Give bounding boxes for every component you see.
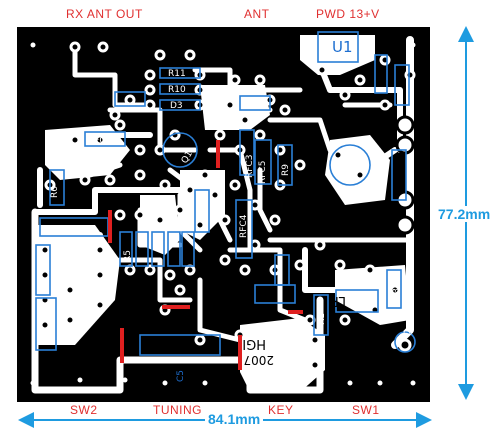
silkscreen-outlines [35, 31, 416, 356]
component-pads [39, 41, 416, 371]
u1-label: U1 [332, 38, 353, 56]
r1-label: R1 [317, 313, 327, 325]
hgi-marking: HGI [242, 336, 266, 351]
r5-label: R5 [123, 250, 133, 262]
r6-label: R6 [50, 186, 60, 198]
board-markings: LR HGI 2007 [242, 293, 346, 367]
rx-ant-out-label: RX ANT OUT [66, 7, 143, 21]
rfc1-label: RFC1 [48, 225, 71, 235]
r10-label: R10 [168, 85, 186, 95]
rfc3-label: RFC3 [245, 155, 255, 178]
r11-label: R11 [168, 69, 186, 79]
lr-marking: LR [330, 293, 346, 308]
rfc2-label: RFC2 [88, 136, 111, 146]
mounting-holes [30, 42, 416, 388]
u1-outline [317, 31, 359, 63]
ant-label: ANT [244, 7, 270, 21]
key-label: KEY [268, 403, 294, 417]
r9-label: R9 [281, 164, 291, 176]
c5-label: C5 [176, 370, 186, 382]
sw2-label: SW2 [70, 403, 98, 417]
jumper-wires [108, 140, 303, 370]
rfc4-label: RFC4 [239, 214, 249, 238]
pwd-label: PWD 13+V [316, 7, 380, 21]
r3-label: R3 [392, 288, 402, 300]
sw1-label: SW1 [352, 403, 380, 417]
tuning-label: TUNING [153, 403, 202, 417]
year-marking: 2007 [243, 353, 274, 367]
rfc5-label: RFC5 [258, 161, 268, 184]
width-dimension-text: 84.1mm [205, 411, 264, 427]
d3-label: D3 [170, 101, 183, 111]
height-dimension-text: 77.2mm [436, 206, 493, 222]
